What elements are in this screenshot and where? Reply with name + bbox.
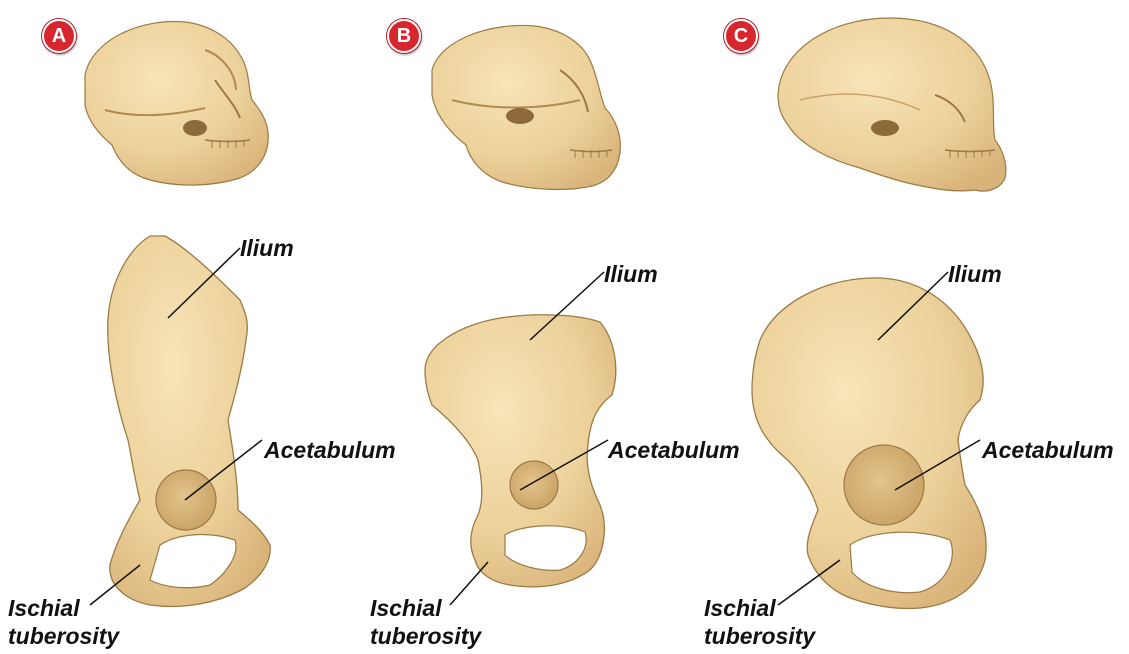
label-acetabulum-a: Acetabulum bbox=[264, 438, 396, 462]
leader-ischial-b bbox=[450, 562, 488, 605]
label-ilium-c: Ilium bbox=[948, 262, 1002, 286]
skull-a bbox=[85, 22, 268, 186]
label-acetabulum-b: Acetabulum bbox=[608, 438, 740, 462]
label-ischial-c: Ischial bbox=[704, 596, 776, 620]
skull-c bbox=[778, 18, 1006, 191]
label-tuberosity-a: tuberosity bbox=[8, 624, 119, 648]
skull-b bbox=[432, 25, 620, 189]
pelvis-a bbox=[108, 236, 270, 606]
label-ilium-a: Ilium bbox=[240, 236, 294, 260]
panel-badge-a: A bbox=[42, 19, 76, 53]
panel-badge-c: C bbox=[724, 19, 758, 53]
label-ilium-b: Ilium bbox=[604, 262, 658, 286]
label-ischial-b: Ischial bbox=[370, 596, 442, 620]
label-tuberosity-c: tuberosity bbox=[704, 624, 815, 648]
label-ischial-a: Ischial bbox=[8, 596, 80, 620]
panel-badge-b: B bbox=[387, 19, 421, 53]
label-tuberosity-b: tuberosity bbox=[370, 624, 481, 648]
pelvis-b bbox=[425, 315, 616, 587]
label-acetabulum-c: Acetabulum bbox=[982, 438, 1114, 462]
pelvis-c bbox=[752, 278, 986, 609]
